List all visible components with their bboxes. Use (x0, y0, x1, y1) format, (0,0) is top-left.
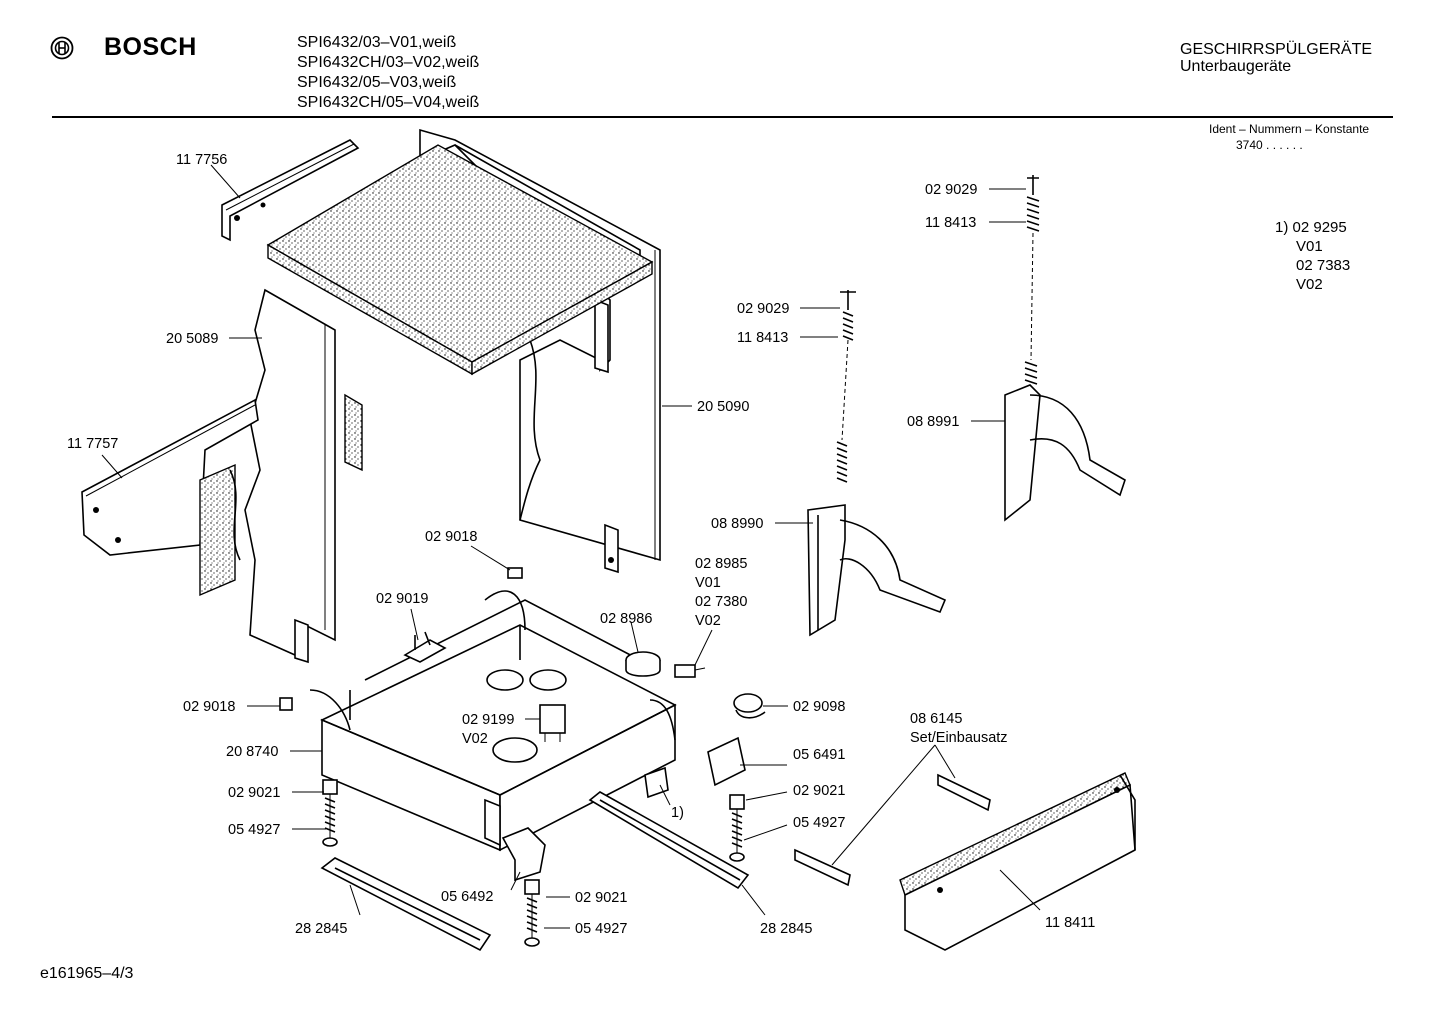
bracket-part (501, 736, 746, 882)
footnote-block: 1) 02 9295 V01 02 7383 V02 (1275, 218, 1350, 294)
rail-top-part (221, 139, 360, 242)
side-panel-part (244, 288, 363, 664)
hinge-part (807, 384, 1126, 637)
worktop-part (266, 144, 654, 376)
part-label: V02 (462, 731, 488, 747)
plinth-panel-part (794, 772, 1136, 951)
footnote-line: V02 (1296, 276, 1323, 293)
bosch-logo-icon (50, 36, 74, 65)
model-line: SPI6432CH/03–V02,weiß (297, 54, 480, 71)
part-labels: 11 7756 20 5089 11 7757 20 5090 02 9029 … (67, 152, 1095, 937)
part-label: 1) (671, 805, 684, 821)
category-subtitle: Unterbaugeräte (1180, 58, 1292, 75)
part-label: 02 9021 (793, 783, 845, 799)
part-label: 05 4927 (575, 921, 627, 937)
part-label: Set/Einbausatz (910, 730, 1008, 746)
footnote-line: 02 7383 (1296, 257, 1351, 274)
part-label: V01 (695, 575, 721, 591)
part-label: 11 8413 (925, 215, 976, 231)
part-label: 28 2845 (760, 921, 812, 937)
part-label: 02 8986 (600, 611, 652, 627)
model-line: SPI6432/03–V01,weiß (297, 34, 457, 51)
part-label: 02 9098 (793, 699, 845, 715)
foot-screw-part (322, 779, 745, 947)
part-label: 08 8991 (907, 414, 959, 430)
part-label: 20 5089 (166, 331, 218, 347)
clip-part (279, 567, 523, 711)
part-label: 05 6492 (441, 889, 493, 905)
footnote-line: 1) 02 9295 (1275, 219, 1347, 236)
part-label: 02 9018 (183, 699, 235, 715)
footnote-line: V01 (1296, 238, 1323, 255)
base-rail-part (320, 791, 750, 952)
part-label: 08 6145 (910, 711, 962, 727)
brand-name: BOSCH (104, 33, 197, 61)
switch-part (674, 664, 706, 678)
part-label: 11 7756 (176, 152, 227, 168)
part-label: 11 8411 (1045, 915, 1095, 931)
base-tub-part (309, 590, 677, 852)
capacitor-part (733, 693, 766, 719)
model-line: SPI6432/05–V03,weiß (297, 74, 457, 91)
part-label: 11 7757 (67, 436, 118, 452)
part-label: 08 8990 (711, 516, 763, 532)
category-block: GESCHIRRSPÜLGERÄTE Unterbaugeräte (1180, 41, 1372, 75)
part-label: 02 9021 (575, 890, 627, 906)
header-divider (52, 116, 1393, 118)
ident-value: 3740 . . . . . . (1236, 138, 1303, 152)
part-label: 28 2845 (295, 921, 347, 937)
part-label: 02 9018 (425, 529, 477, 545)
part-label: 20 8740 (226, 744, 278, 760)
part-label: 02 9029 (925, 182, 977, 198)
part-label: V02 (695, 613, 721, 629)
model-line: SPI6432CH/05–V04,weiß (297, 94, 480, 111)
part-label: 02 9021 (228, 785, 280, 801)
part-label: 02 9019 (376, 591, 428, 607)
part-label: 02 7380 (695, 594, 747, 610)
part-label: 05 4927 (793, 815, 845, 831)
part-label: 20 5090 (697, 399, 749, 415)
part-label: 02 9199 (462, 712, 514, 728)
part-label: 11 8413 (737, 330, 788, 346)
model-list: SPI6432/03–V01,weiß SPI6432CH/03–V02,wei… (297, 33, 479, 113)
cap-part (625, 651, 661, 677)
rail-bottom-part (81, 398, 259, 597)
part-label: 02 8985 (695, 556, 747, 572)
part-label: 05 4927 (228, 822, 280, 838)
document-id: e161965–4/3 (40, 965, 134, 982)
part-label: 05 6491 (793, 747, 845, 763)
hinge-spring-part (836, 175, 1040, 483)
leader-lines (101, 164, 1041, 929)
category-title: GESCHIRRSPÜLGERÄTE (1180, 41, 1373, 58)
ident-label: Ident – Nummern – Konstante (1209, 122, 1370, 136)
part-label: 02 9029 (737, 301, 789, 317)
relay-part (539, 704, 566, 742)
